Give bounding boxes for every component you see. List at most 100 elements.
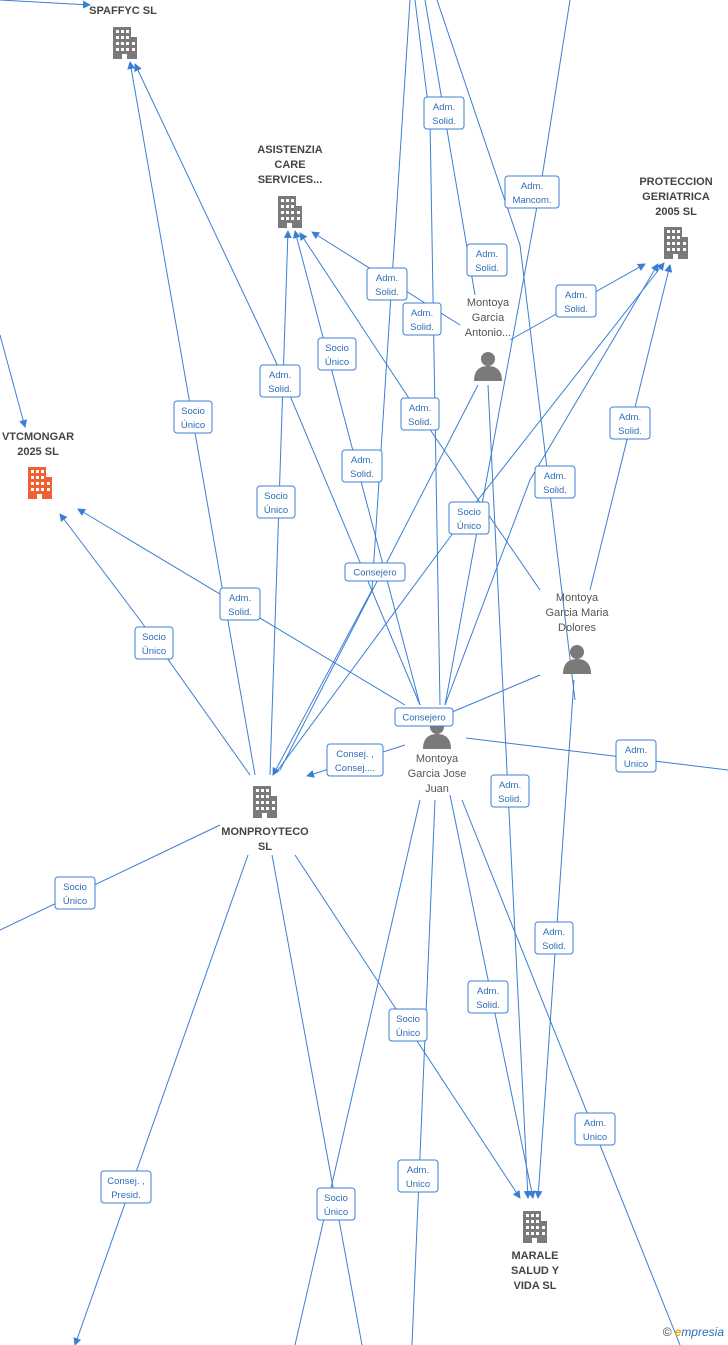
relation-label-box: [259, 364, 301, 398]
relation-label[interactable]: Adm. Solid.: [423, 96, 465, 130]
relation-label[interactable]: Adm.Solid.: [341, 449, 383, 483]
person-node-antonio[interactable]: MontoyaGarciaAntonio...: [465, 297, 511, 381]
relation-label-box: [388, 1008, 428, 1042]
relation-label[interactable]: Consej. ,Presid.: [100, 1170, 152, 1204]
node-label-line: 2005 SL: [655, 206, 697, 218]
relation-label-text: Único: [181, 420, 205, 431]
relation-label-box: [609, 406, 651, 440]
relation-label-text: Solid.: [432, 116, 456, 127]
relation-label[interactable]: Adm.Mancom.: [504, 175, 560, 209]
node-label-line: VTCMONGAR: [2, 431, 74, 443]
relation-label-box: [400, 397, 440, 431]
node-label-line: Dolores: [558, 622, 596, 634]
relation-label[interactable]: Adm.Solid.: [555, 284, 597, 318]
node-label-line: Garcia Jose: [408, 768, 467, 780]
node-label-line: ASISTENZIA: [257, 144, 322, 156]
person-icon: [474, 352, 502, 381]
relation-label-text: Consejero: [402, 713, 445, 724]
company-node-vtcmongar[interactable]: VTCMONGAR 2025 SL: [2, 431, 74, 499]
relation-label-box: [615, 739, 657, 773]
relation-label-text: Adm.: [229, 593, 251, 604]
company-node-asistenzia[interactable]: ASISTENZIACARESERVICES...: [257, 144, 323, 228]
relation-label-text: Único: [324, 1207, 348, 1218]
relation-label-box: [394, 707, 454, 727]
relation-label[interactable]: Adm.Unico: [615, 739, 657, 773]
relation-label[interactable]: Adm.Solid.: [490, 774, 530, 808]
relation-label-text: Único: [142, 646, 166, 657]
relation-label-text: Adm.: [543, 927, 565, 938]
relation-label[interactable]: Adm.Solid.: [534, 921, 574, 955]
relation-label-box: [534, 921, 574, 955]
relation-label-text: Solid.: [350, 469, 374, 480]
relation-label[interactable]: Adm.Solid.: [402, 302, 442, 336]
edge-line: [465, 737, 728, 771]
relation-label-box: [402, 302, 442, 336]
relation-label-box: [467, 980, 509, 1014]
node-label-line: 2025 SL: [17, 446, 59, 458]
nodes-layer: SPAFFYC SLASISTENZIACARESERVICES...PROTE…: [2, 5, 713, 1292]
relation-label[interactable]: Consejero: [394, 707, 454, 727]
relation-label[interactable]: Adm.Solid.: [259, 364, 301, 398]
relation-label[interactable]: Adm.Solid.: [534, 465, 576, 499]
relation-label-text: Solid.: [476, 1000, 500, 1011]
relation-label-text: Adm.: [584, 1118, 606, 1129]
node-label-line: MONPROYTECO: [221, 826, 309, 838]
relation-label[interactable]: Consejero: [344, 562, 406, 582]
relation-label-text: Unico: [583, 1132, 607, 1143]
relation-label[interactable]: Adm.Solid.: [366, 267, 408, 301]
person-icon: [563, 645, 591, 674]
edge-line: [0, 0, 91, 9]
relation-label-text: Socio: [324, 1193, 348, 1204]
relation-label-box: [54, 876, 96, 910]
building-icon: [523, 1211, 547, 1243]
relation-label-box: [555, 284, 597, 318]
relation-label[interactable]: Adm.Solid.: [609, 406, 651, 440]
relation-label-box: [504, 175, 560, 209]
relation-label-box: [134, 626, 174, 660]
relation-label[interactable]: Adm. Unico: [574, 1112, 616, 1146]
relation-label-text: Adm.: [433, 102, 455, 113]
relation-label[interactable]: Adm. Solid.: [219, 587, 261, 621]
relation-label[interactable]: Consej. ,Consej....: [326, 743, 384, 777]
relation-label-text: Solid.: [498, 794, 522, 805]
relation-label-text: Socio: [264, 491, 288, 502]
relation-label-text: Adm.: [625, 745, 647, 756]
relation-label-text: Solid.: [564, 304, 588, 315]
relation-label-text: Único: [264, 505, 288, 516]
edge-line: [0, 334, 28, 428]
relation-label-box: [341, 449, 383, 483]
relation-label-text: Socio: [396, 1014, 420, 1025]
company-node-spaffyc[interactable]: SPAFFYC SL: [89, 5, 157, 59]
node-label-line: GERIATRICA: [642, 191, 710, 203]
relation-label[interactable]: Adm.Solid.: [466, 243, 508, 277]
node-label-line: MARALE: [511, 1250, 558, 1262]
node-label-line: Garcia Maria: [546, 607, 610, 619]
relation-label-text: Adm.: [521, 181, 543, 192]
relation-label-text: Adm.: [544, 471, 566, 482]
relation-label-box: [316, 1187, 356, 1221]
relation-label-text: Solid.: [408, 417, 432, 428]
relation-label-text: Solid.: [228, 607, 252, 618]
node-label-line: Montoya: [556, 592, 599, 604]
building-icon: [253, 786, 277, 818]
relation-label[interactable]: Adm.Solid.: [467, 980, 509, 1014]
relation-label[interactable]: Adm.Solid.: [400, 397, 440, 431]
node-label-line: Garcia: [472, 312, 505, 324]
relation-label-text: Adm.: [376, 273, 398, 284]
relation-label[interactable]: Adm.Unico: [397, 1159, 439, 1193]
